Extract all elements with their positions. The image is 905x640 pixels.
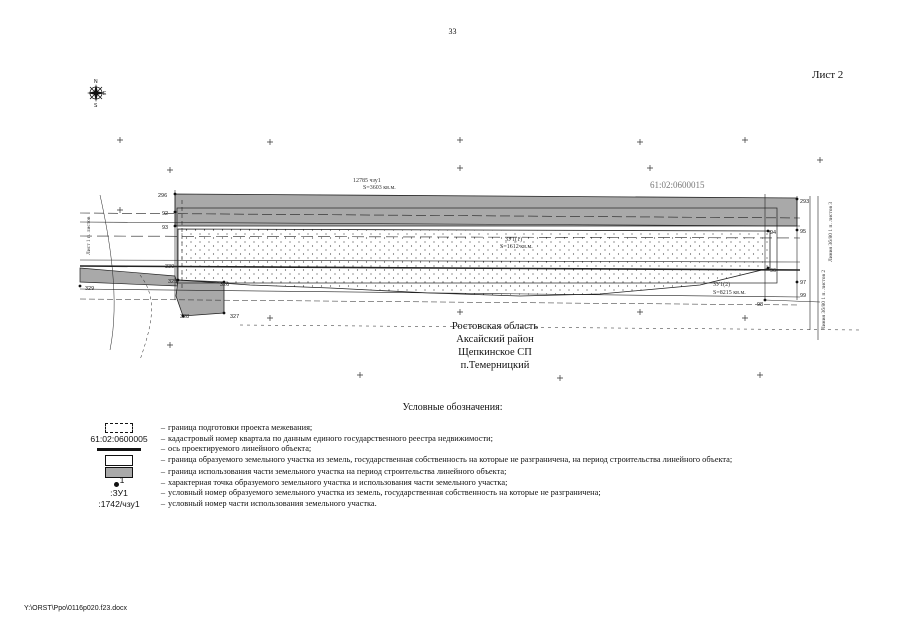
grid-cross	[117, 207, 123, 213]
point-label: 296	[158, 193, 167, 199]
legend-item-text: ось проектируемого линейного объекта;	[168, 444, 312, 453]
road-lines	[79, 190, 861, 361]
grid-cross	[117, 137, 123, 143]
legend-item-text: характерная точка образуемого земельного…	[168, 477, 508, 487]
legend-item-text: кадастровый номер квартала по данным еди…	[168, 433, 493, 443]
parcel-mid-label: ЗУ1(1)	[505, 236, 522, 243]
legend-item: – ось проектируемого линейного объекта;	[80, 444, 800, 455]
parcel-mid-area: S=1612 кв.м.	[500, 244, 533, 250]
point-label: 328	[180, 314, 189, 320]
legend-item: :1742/чзу1 – условный номер части исполь…	[80, 499, 800, 510]
sheet-label: Лист 2	[812, 69, 844, 81]
point-label: 95	[800, 229, 806, 235]
grid-cross	[817, 157, 823, 163]
grid-cross	[757, 372, 763, 378]
legend-symbol-text: 61:02:0600005	[90, 433, 148, 444]
legend: – граница подготовки проекта межевания; …	[80, 423, 800, 509]
vertical-label-left: Лист 1 п. листов	[86, 216, 92, 255]
corridor-dotted	[177, 228, 771, 297]
grid-cross	[167, 167, 173, 173]
parcel-top-area: S=3603 кв.м.	[363, 185, 396, 191]
legend-item: :ЗУ1 – условный номер образуемого земель…	[80, 488, 800, 499]
point-label: 325	[168, 279, 177, 285]
parcel-part-top	[174, 193, 798, 227]
grid-cross	[637, 139, 643, 145]
legend-item: – граница образуемого земельного участка…	[80, 454, 800, 466]
parcel-right-label: ЗУ1(2)	[713, 281, 730, 288]
cadastral-map: 12785 чзу1 S=3603 кв.м. 61:02:0600015 ЗУ…	[78, 137, 861, 381]
dashed-rect-icon	[80, 423, 158, 433]
legend-item-text: граница подготовки проекта межевания;	[168, 423, 313, 432]
vertical-label-right: Линия 3б/80 1 п. листов 3	[827, 202, 834, 262]
point-label: 93	[162, 225, 168, 231]
parcel-right-area: S=8215 кв.м.	[713, 290, 746, 296]
grid-cross	[457, 309, 463, 315]
legend-item: – граница подготовки проекта межевания;	[80, 423, 800, 434]
point-label: 326	[220, 282, 229, 288]
compass-rose-icon: N E S	[84, 77, 108, 109]
grid-cross	[647, 165, 653, 171]
legend-item-text: граница образуемого земельного участка и…	[168, 454, 733, 464]
point-label: 329	[85, 286, 94, 292]
grid-cross	[357, 372, 363, 378]
region-line-raion: Аксайский район	[456, 334, 534, 345]
region-line-settlement: п.Темерницкий	[460, 360, 530, 371]
quarter-label: 61:02:0600015	[650, 180, 705, 190]
point-label: 293	[800, 199, 809, 205]
grid-cross	[637, 309, 643, 315]
region-line-oblast: Ростовская область	[451, 321, 539, 332]
vertical-label-right-2: Линия 3б/80 1 п. листов 2	[820, 270, 827, 330]
legend-title: Условные обозначения:	[402, 402, 503, 413]
point-label: 99	[800, 293, 806, 299]
grid-cross	[557, 375, 563, 381]
grid-cross	[457, 165, 463, 171]
page-number: 33	[448, 27, 457, 36]
grid-cross	[457, 137, 463, 143]
compass-north-label: N	[94, 79, 98, 85]
parcel-part-left	[79, 267, 179, 287]
point-label: 327	[230, 314, 239, 320]
legend-item: – граница использования части земельного…	[80, 466, 800, 478]
gray-rect-icon	[80, 466, 158, 478]
point-label: 97	[800, 280, 806, 286]
point-label: 92	[162, 211, 168, 217]
point-label: 330	[165, 264, 174, 270]
point-marker-icon: 1	[80, 474, 158, 489]
parcel-part-block	[175, 279, 225, 317]
region-label: Ростовская область Аксайский район Щепки…	[420, 320, 570, 372]
legend-symbol-text: :ЗУ1	[110, 488, 128, 498]
legend-item: 1 – характерная точка образуемого земель…	[80, 474, 800, 489]
grid-crosses	[117, 137, 823, 381]
outline-rect-icon	[80, 454, 158, 466]
project-boundary	[176, 207, 778, 284]
compass-south-label: S	[94, 103, 98, 107]
legend-item: 61:02:0600005 – кадастровый номер кварта…	[80, 434, 800, 445]
grid-cross	[267, 139, 273, 145]
point-label: 94	[770, 230, 776, 236]
legend-item-text: условный номер образуемого земельного уч…	[168, 488, 601, 497]
region-line-sp: Щепкинское СП	[458, 347, 532, 358]
legend-item-text: граница использования части земельного у…	[168, 466, 507, 476]
legend-symbol-text: :1742/чзу1	[98, 498, 140, 509]
grid-cross	[267, 315, 273, 321]
legend-item-text: условный номер части использования земел…	[168, 498, 377, 508]
point-label: 98	[757, 302, 763, 308]
grid-cross	[742, 137, 748, 143]
compass-east-label: E	[103, 91, 107, 97]
legend-symbol-text: 1	[119, 474, 125, 485]
parcel-top-label: 12785 чзу1	[353, 178, 381, 184]
file-path: Y:\ORST\Ppo\0116p020.f23.docx	[24, 605, 127, 612]
grid-cross	[742, 315, 748, 321]
point-label: 96	[770, 268, 776, 274]
grid-cross	[167, 342, 173, 348]
thick-line-icon	[80, 444, 158, 454]
